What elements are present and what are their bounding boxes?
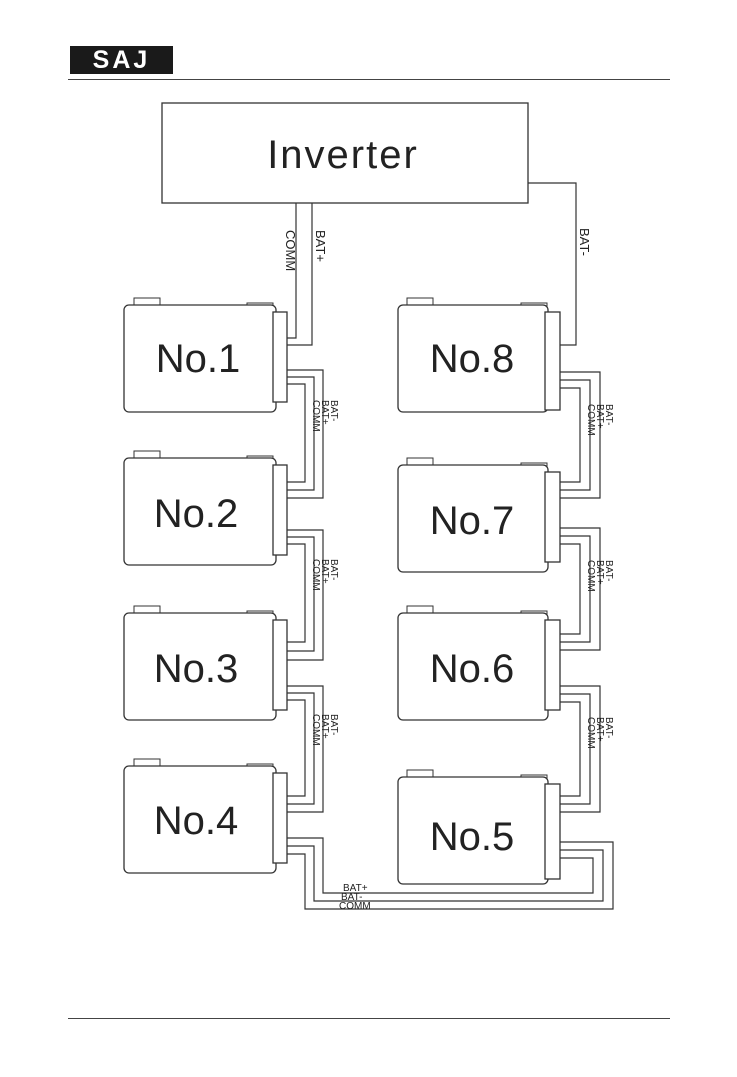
battery-no6: No.6	[398, 606, 560, 720]
wire-inverter-bat-plus	[287, 203, 312, 345]
battery-no5: No.5	[398, 770, 560, 884]
battery-no4-label: No.4	[154, 799, 239, 843]
label-comm: COMM	[339, 901, 371, 912]
wire-link-8-7	[560, 388, 580, 482]
wire-link-7-6	[560, 544, 580, 634]
wire-link-2-3	[287, 544, 305, 642]
wire-link-1-2	[287, 384, 305, 482]
battery-no2: No.2	[124, 451, 287, 565]
label-comm: COMM	[585, 717, 596, 749]
label-comm: COMM	[585, 560, 596, 592]
label-comm: COMM	[310, 400, 321, 432]
battery-no1-label: No.1	[156, 337, 241, 381]
wire-link-6-5	[560, 694, 590, 804]
battery-no5-label: No.5	[430, 815, 515, 859]
wire-link-3-4	[287, 693, 314, 804]
battery-no8-label: No.8	[430, 337, 515, 381]
battery-no1: No.1	[124, 298, 287, 412]
battery-no8: No.8	[398, 298, 560, 412]
label-comm: COMM	[310, 714, 321, 746]
battery-no2-label: No.2	[154, 492, 239, 536]
label-comm-inverter: COMM	[283, 230, 298, 271]
battery-no4: No.4	[124, 759, 287, 873]
label-bat-minus-inverter: BAT-	[577, 228, 592, 256]
battery-no6-label: No.6	[430, 647, 515, 691]
label-bat-plus-inverter: BAT+	[313, 230, 328, 262]
wire-link-2-3	[287, 537, 314, 651]
battery-no7: No.7	[398, 458, 560, 572]
label-comm: COMM	[310, 559, 321, 591]
footer-rule	[68, 1018, 670, 1019]
wire-link-3-4	[287, 700, 305, 796]
wire-link-1-2	[287, 377, 314, 490]
label-comm: COMM	[585, 404, 596, 436]
wire-link-6-5	[560, 702, 580, 796]
battery-no3-label: No.3	[154, 647, 239, 691]
inverter-label: Inverter	[267, 133, 419, 177]
battery-no3: No.3	[124, 606, 287, 720]
battery-no7-label: No.7	[430, 499, 515, 543]
inverter: Inverter	[162, 103, 528, 203]
